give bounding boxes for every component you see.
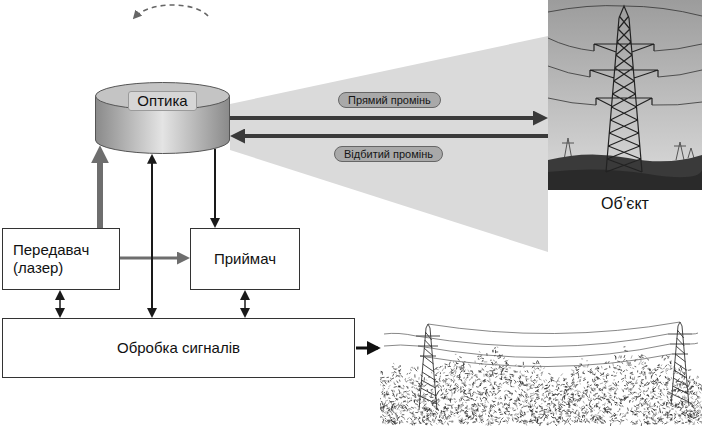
vegetation-points-light: [380, 347, 702, 426]
pylon-points: [416, 322, 692, 410]
beam-label: Прямий промінь: [338, 92, 441, 108]
wire-points: [384, 322, 698, 367]
output-arrow: [356, 347, 378, 350]
signal-connector: [244, 295, 246, 313]
signal-connector: [97, 154, 103, 228]
beam-label: Відбитий промінь: [334, 146, 443, 162]
pylon: [590, 6, 658, 172]
beam-arrow: [230, 116, 541, 120]
object-caption: Об’єкт: [601, 194, 649, 214]
process-box: Приймач: [190, 228, 300, 290]
process-box: Обробка сигналів: [2, 318, 355, 378]
power-lines: [548, 6, 702, 106]
box-label: Передавач (лазер): [13, 241, 109, 277]
object-photo: Об’єкт: [548, 0, 702, 214]
pylon-photo: [548, 0, 702, 190]
ground-texture: [548, 169, 702, 190]
rotation-arrow: [134, 5, 208, 18]
ground: [548, 154, 702, 190]
optics-disk: Оптика: [95, 82, 230, 154]
signal-connector: [151, 159, 153, 313]
beam-arrow: [238, 134, 549, 138]
process-box: Передавач (лазер): [2, 228, 120, 290]
optics-label: Оптика: [128, 91, 196, 111]
beam-cone: [230, 36, 548, 252]
vegetation-points: [380, 347, 702, 426]
signal-connector: [214, 149, 216, 223]
box-label: Обробка сигналів: [117, 339, 240, 357]
box-label: Приймач: [214, 250, 276, 268]
point-cloud-image: [380, 318, 702, 426]
sky: [548, 0, 702, 190]
signal-connector: [59, 295, 61, 313]
